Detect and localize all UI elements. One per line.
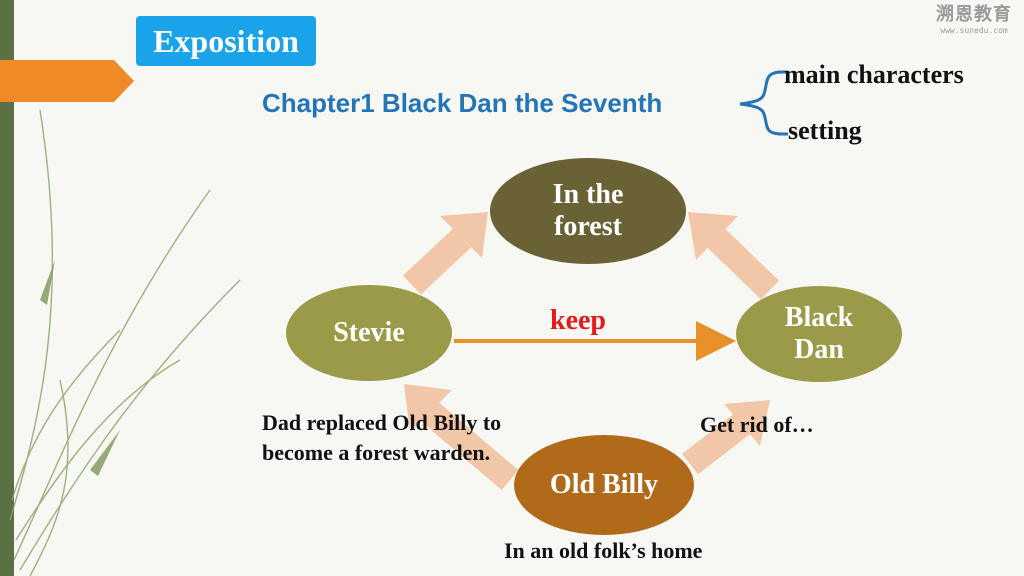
logo-text: 溯恩教育 bbox=[936, 4, 1012, 25]
node-label: Stevie bbox=[333, 317, 405, 348]
curly-brace-icon bbox=[739, 70, 788, 136]
relation-keep-label: keep bbox=[550, 305, 606, 336]
node-stevie: Stevie bbox=[286, 285, 452, 381]
left-accent-bar bbox=[0, 0, 14, 576]
node-old-billy: Old Billy bbox=[514, 435, 694, 535]
section-tab-marker bbox=[0, 60, 134, 102]
node-label: In the forest bbox=[552, 179, 624, 242]
exposition-label: Exposition bbox=[136, 16, 316, 66]
branch-setting: setting bbox=[788, 116, 862, 145]
note-get-rid-of: Get rid of… bbox=[700, 412, 814, 437]
node-black-dan: Black Dan bbox=[736, 286, 902, 382]
note-old-folks-home: In an old folk’s home bbox=[504, 538, 703, 563]
arrow-stevie-to-forest bbox=[403, 212, 488, 295]
node-label: Black Dan bbox=[784, 302, 854, 365]
chapter-title: Chapter1 Black Dan the Seventh bbox=[262, 88, 663, 118]
note-dad-replaced: Dad replaced Old Billy to become a fores… bbox=[262, 410, 502, 465]
arrow-oldbilly-to-stevie bbox=[404, 384, 519, 490]
logo-url: www.sunedu.com bbox=[940, 26, 1008, 35]
arrow-oldbilly-to-blackdan bbox=[682, 400, 770, 475]
node-label: Old Billy bbox=[549, 469, 659, 500]
node-in-the-forest: In the forest bbox=[490, 158, 686, 264]
arrow-blackdan-to-forest bbox=[688, 212, 780, 300]
branch-main-characters: main characters bbox=[784, 60, 964, 89]
publisher-logo: 溯恩教育 www.sunedu.com bbox=[928, 4, 1020, 38]
